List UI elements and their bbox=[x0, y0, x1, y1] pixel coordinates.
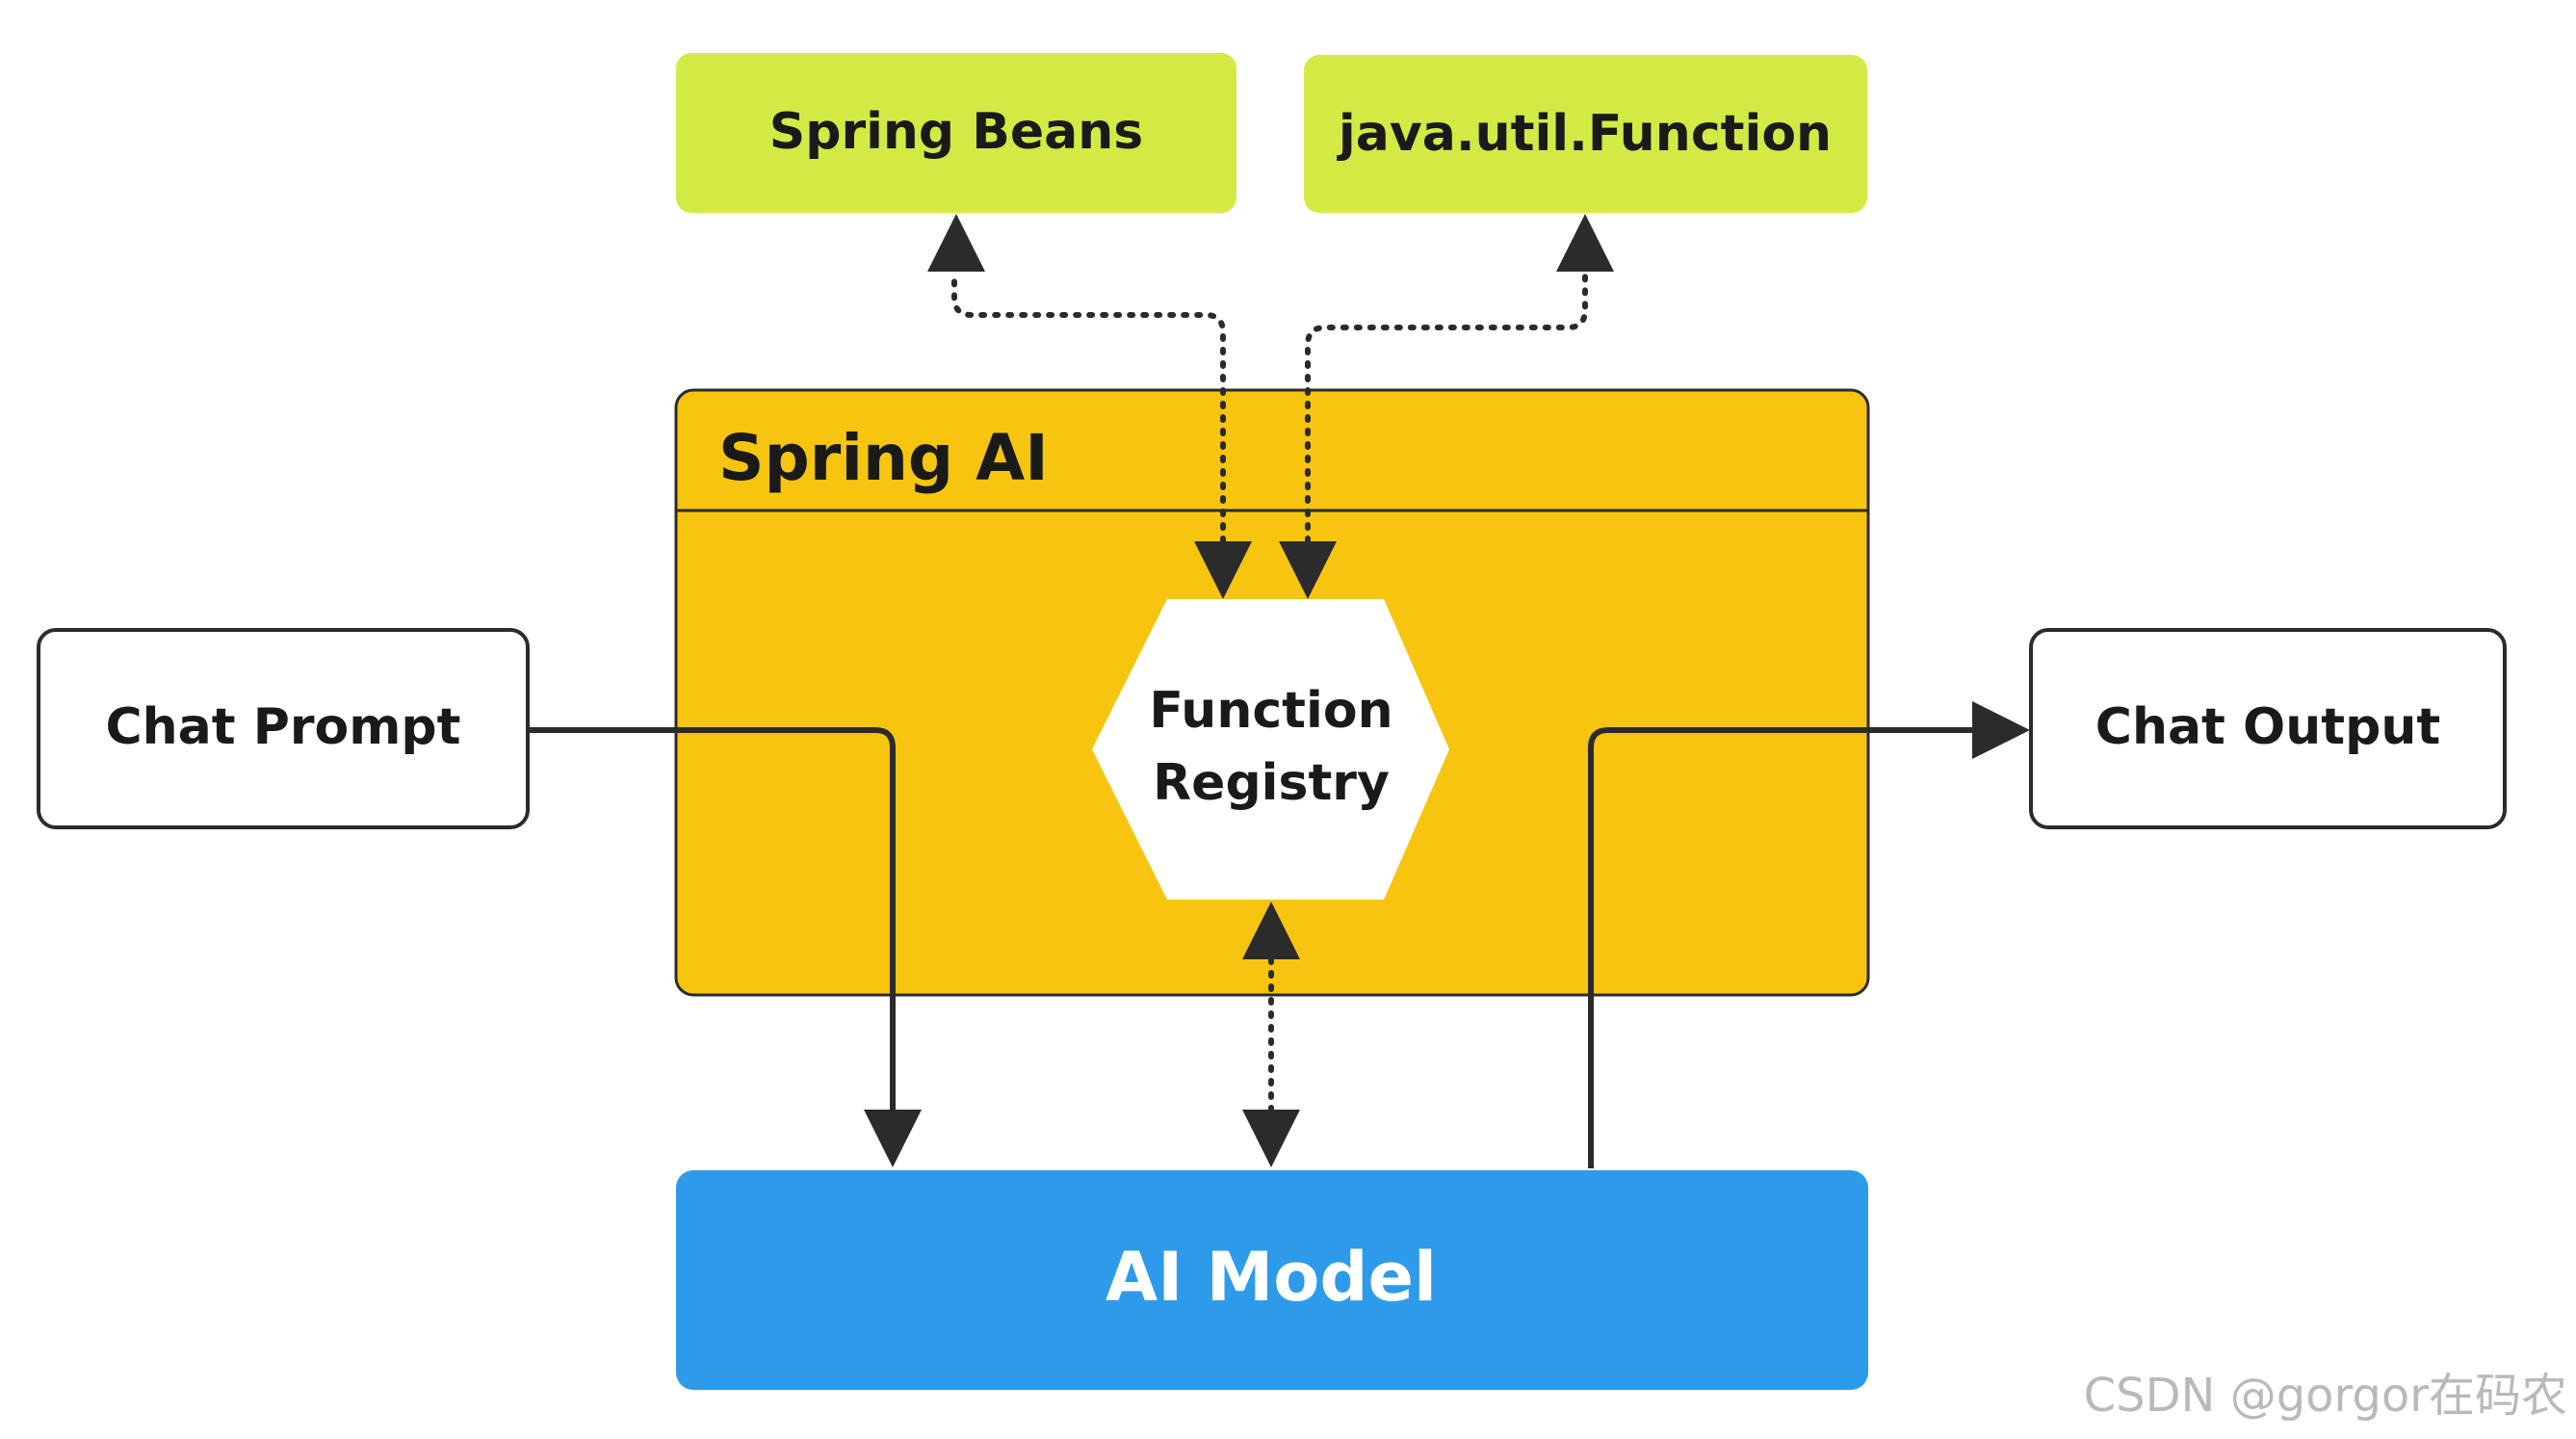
spring-ai-title: Spring AI bbox=[718, 421, 1049, 495]
arrowhead-ai-model-middle bbox=[1242, 1110, 1300, 1167]
edge-ai-model-chat-output bbox=[1588, 727, 1972, 1168]
arrowhead-registry-top-right bbox=[1279, 541, 1337, 599]
function-registry-label-line1: Function bbox=[1149, 682, 1392, 740]
spring-beans-label: Spring Beans bbox=[769, 103, 1143, 161]
function-registry-node: Function Registry bbox=[1092, 599, 1449, 900]
java-util-function-box: java.util.Function bbox=[1304, 55, 1867, 213]
arrowhead-registry-bottom bbox=[1242, 902, 1300, 959]
ai-model-label: AI Model bbox=[1106, 1238, 1437, 1317]
arrowhead-spring-beans bbox=[927, 214, 985, 272]
arrowhead-java-function bbox=[1556, 214, 1614, 272]
chat-output-label: Chat Output bbox=[2095, 698, 2440, 756]
csdn-watermark: CSDN @gorgor在码农 bbox=[2084, 1369, 2567, 1423]
edge-registry-java-function bbox=[1305, 269, 1588, 544]
edges bbox=[528, 214, 2030, 1168]
arrowhead-chat-output bbox=[1972, 701, 2030, 759]
chat-output-box: Chat Output bbox=[2029, 628, 2507, 829]
chat-prompt-box: Chat Prompt bbox=[37, 628, 530, 829]
java-util-function-label: java.util.Function bbox=[1337, 105, 1832, 163]
function-registry-label-line2: Registry bbox=[1153, 754, 1390, 812]
ai-model-box: AI Model bbox=[676, 1170, 1868, 1390]
arrowhead-ai-model-left bbox=[864, 1110, 922, 1167]
edge-registry-spring-beans bbox=[951, 269, 1226, 544]
arrowhead-registry-top-left bbox=[1194, 541, 1252, 599]
edge-chat-prompt-ai-model bbox=[528, 727, 896, 1110]
chat-prompt-label: Chat Prompt bbox=[106, 698, 461, 756]
spring-beans-box: Spring Beans bbox=[676, 53, 1236, 213]
